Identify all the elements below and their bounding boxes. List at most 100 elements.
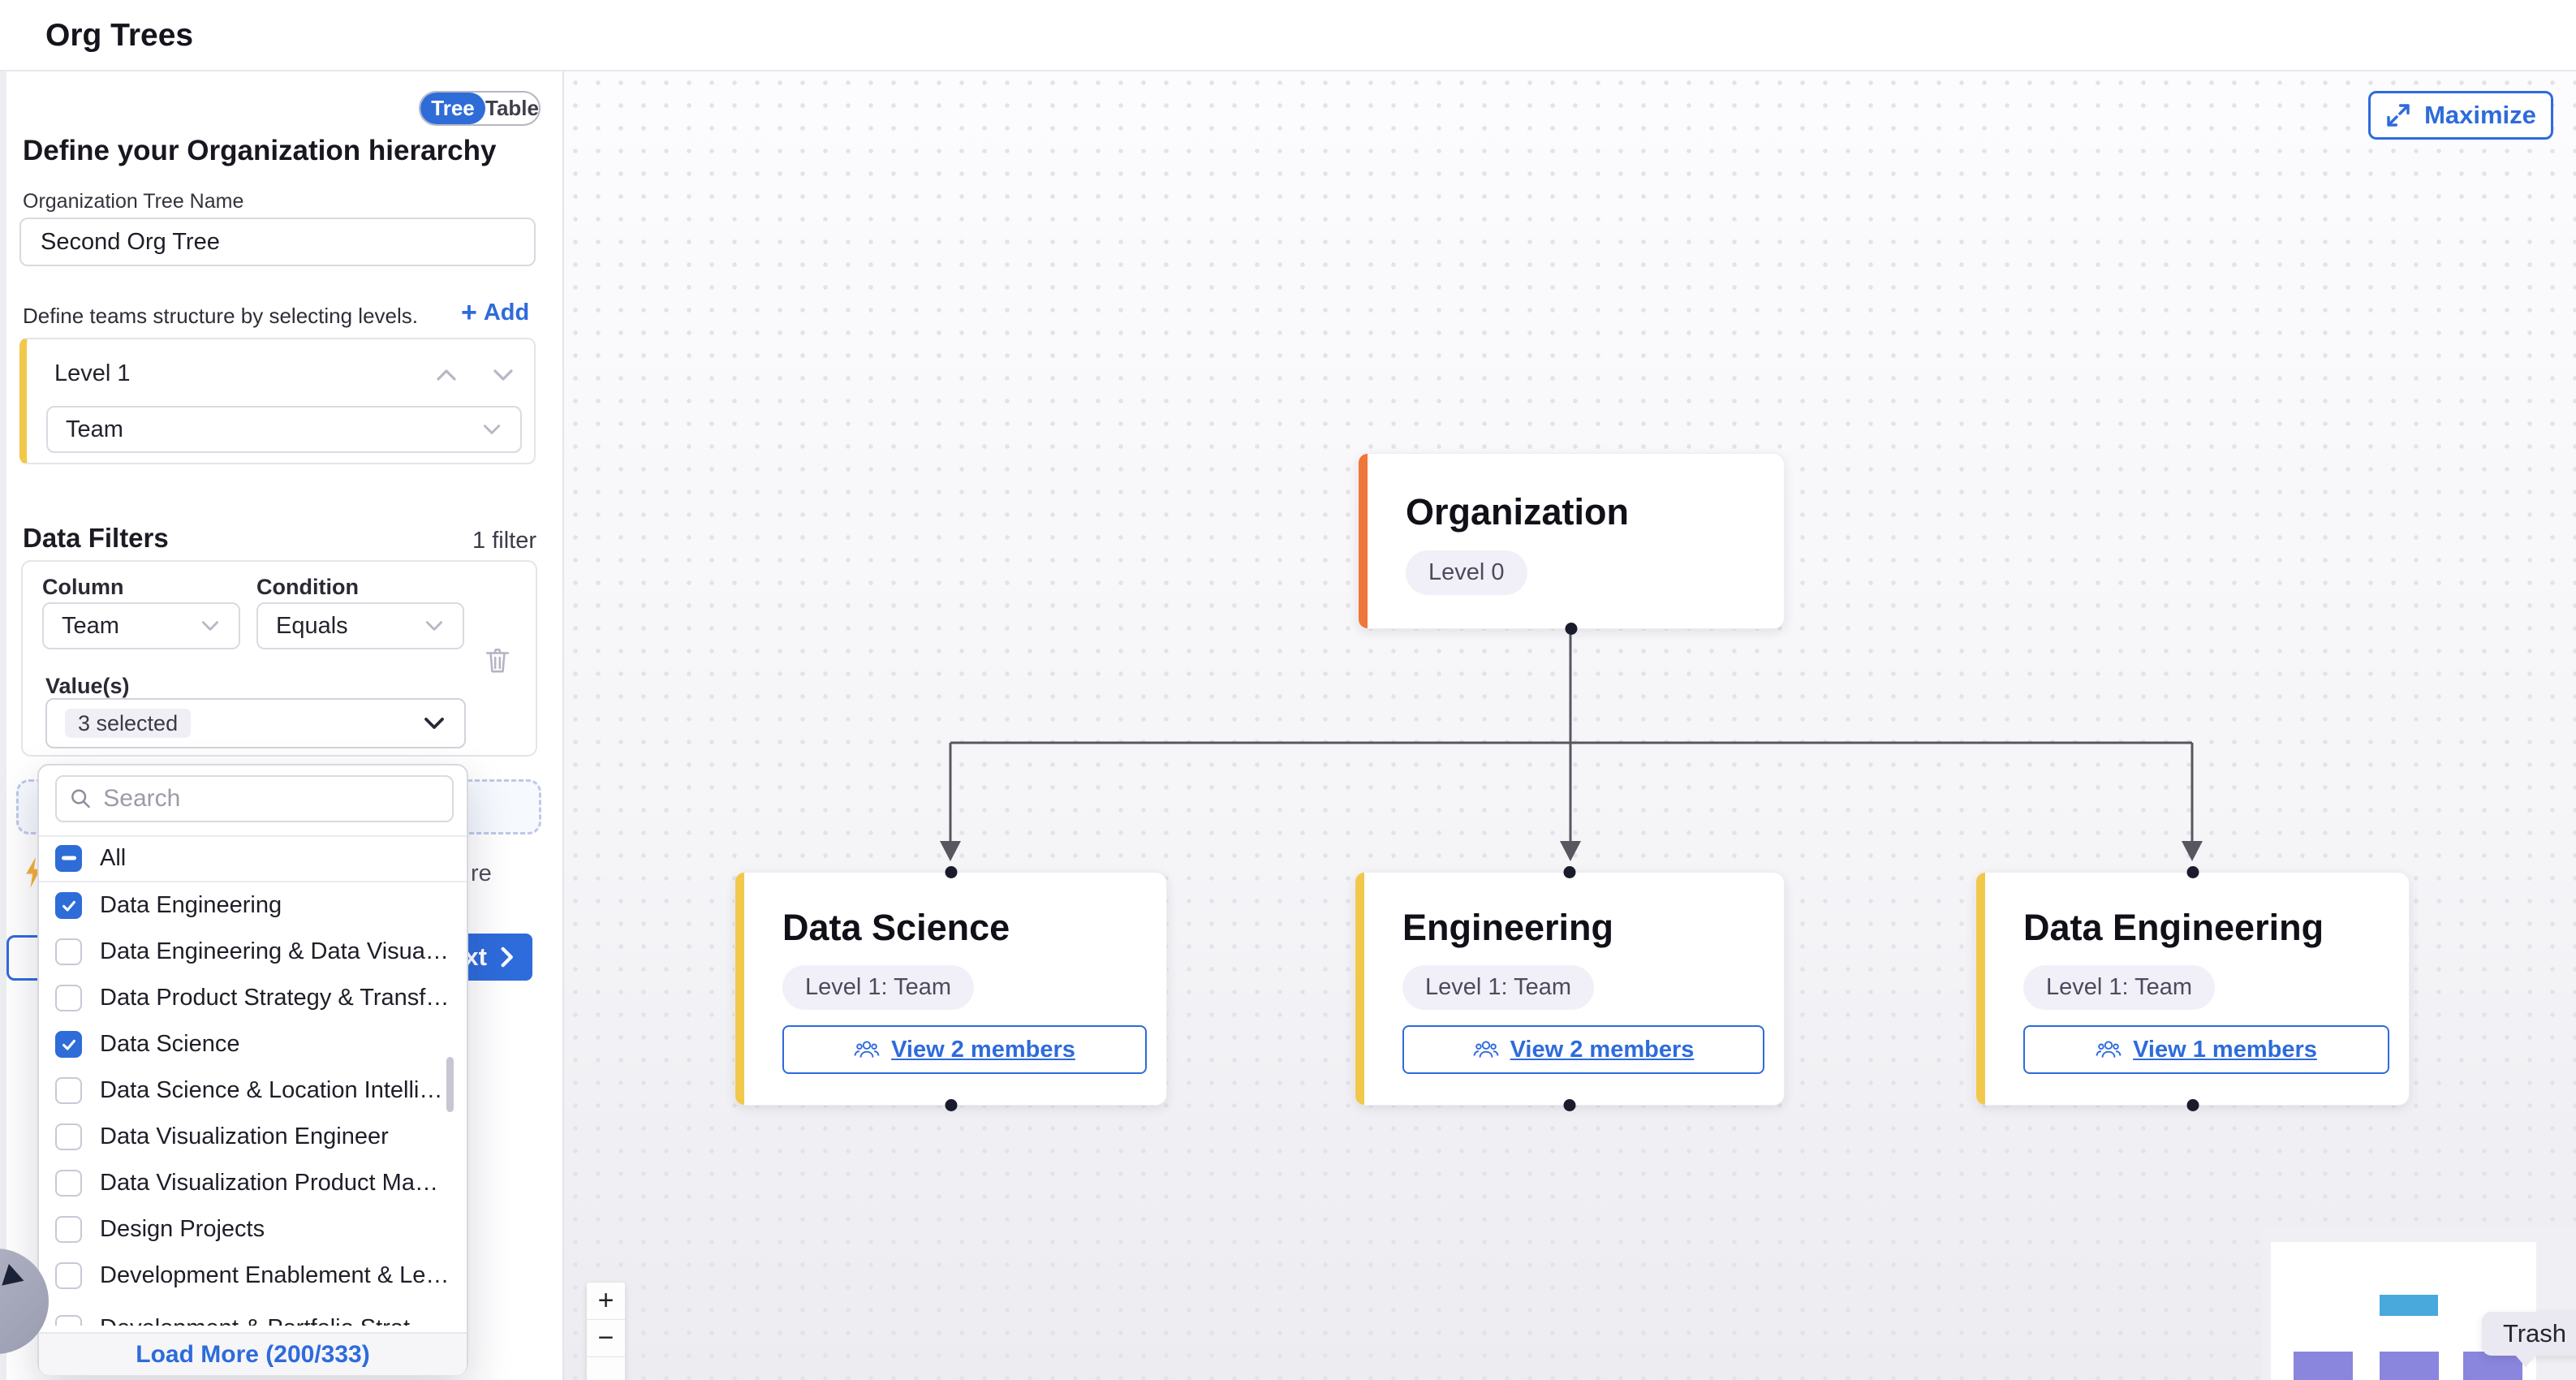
expand-icon <box>2387 104 2410 127</box>
node-level-badge: Level 1: Team <box>2023 965 2216 1010</box>
page-title: Org Trees <box>45 18 194 53</box>
minimap-root-node <box>2380 1295 2438 1316</box>
load-more-link[interactable]: Load More (200/333) <box>136 1340 370 1368</box>
tree-name-label: Organization Tree Name <box>23 190 244 213</box>
select-all-row[interactable]: All <box>39 837 450 879</box>
list-item[interactable]: Development Enablement & Lead Ge... <box>39 1253 450 1299</box>
connector-handle[interactable] <box>1565 623 1578 635</box>
chevron-down-icon[interactable] <box>491 365 515 385</box>
connector-handle[interactable] <box>1563 1099 1576 1111</box>
view-members-button[interactable]: View 2 members <box>1402 1025 1764 1074</box>
search-input[interactable] <box>103 785 439 813</box>
list-item[interactable]: Data Product Strategy & Transformat... <box>39 975 450 1021</box>
node-accent-bar <box>1976 873 1985 1105</box>
org-chart-canvas[interactable]: Maximize Organization Level 0 Data Scien… <box>564 71 2576 1380</box>
chevron-up-icon[interactable] <box>434 365 459 385</box>
minimap-child-node <box>2463 1352 2522 1380</box>
tooltip-tail <box>2514 1354 2537 1367</box>
checked-checkbox[interactable] <box>55 892 82 919</box>
toggle-table[interactable]: Table <box>485 96 539 120</box>
list-item[interactable]: Data Engineering & Data Visualization <box>39 929 450 975</box>
connector-handle[interactable] <box>945 866 957 878</box>
column-label: Column <box>42 575 124 599</box>
toggle-tree[interactable]: Tree <box>420 93 486 124</box>
connector-handle[interactable] <box>2186 866 2199 878</box>
divider <box>39 881 467 882</box>
tree-table-toggle[interactable]: Tree Table <box>419 91 541 126</box>
add-level-button[interactable]: + Add <box>461 297 530 328</box>
node-accent-bar <box>1359 454 1368 628</box>
list-item[interactable]: Data Visualization Engineer <box>39 1114 450 1160</box>
org-node-data-science[interactable]: Data Science Level 1: Team View 2 member… <box>734 866 1167 1111</box>
list-item[interactable]: Data Science & Location Intelligence <box>39 1067 450 1114</box>
fit-view-button[interactable] <box>587 1357 625 1380</box>
unchecked-checkbox[interactable] <box>55 1123 82 1150</box>
filter-count: 1 filter <box>472 528 536 554</box>
node-title: Data Engineering <box>2023 907 2324 948</box>
values-dropdown-panel: All Data Engineering Data Engineering & … <box>37 764 468 1375</box>
zoom-in-button[interactable]: + <box>587 1283 625 1320</box>
dropdown-footer: Load More (200/333) <box>39 1332 467 1375</box>
tree-name-input[interactable] <box>19 218 536 266</box>
unchecked-checkbox[interactable] <box>55 1216 82 1243</box>
data-filters-title: Data Filters <box>23 523 169 553</box>
level-1-card: Level 1 Team <box>19 338 536 464</box>
level-title: Level 1 <box>54 360 131 386</box>
maximize-button[interactable]: Maximize <box>2368 91 2553 140</box>
unchecked-checkbox[interactable] <box>55 985 82 1011</box>
zoom-controls: + − <box>587 1283 625 1380</box>
list-item[interactable]: Data Science <box>39 1021 450 1067</box>
node-level-badge: Level 1: Team <box>1402 965 1595 1010</box>
options-list[interactable]: Data Engineering Data Engineering & Data… <box>39 882 470 1326</box>
list-item[interactable]: Data Visualization Product Managem... <box>39 1160 450 1206</box>
connector-handle[interactable] <box>2186 1099 2199 1111</box>
lightning-icon <box>26 857 41 888</box>
org-node-data-engineering[interactable]: Data Engineering Level 1: Team View 1 me… <box>1975 866 2410 1111</box>
org-node-engineering[interactable]: Engineering Level 1: Team View 2 members <box>1355 866 1785 1111</box>
panel-heading: Define your Organization hierarchy <box>23 135 497 166</box>
people-icon <box>2096 1041 2122 1058</box>
scrollbar-thumb[interactable] <box>446 1057 454 1112</box>
node-level-badge: Level 0 <box>1406 550 1527 595</box>
minimap-child-node <box>2294 1352 2353 1380</box>
list-item[interactable]: Design Projects <box>39 1206 450 1253</box>
chevron-down-icon <box>424 718 444 729</box>
unchecked-checkbox[interactable] <box>55 938 82 965</box>
search-icon <box>71 789 90 809</box>
delete-filter-icon[interactable] <box>484 645 511 675</box>
node-title: Engineering <box>1402 907 1614 948</box>
levels-hint: Define teams structure by selecting leve… <box>23 304 418 328</box>
filter-card: Column Condition Team Equals Value(s) 3 … <box>21 560 537 757</box>
dropdown-search[interactable] <box>55 775 454 822</box>
connector-handle[interactable] <box>945 1099 957 1111</box>
people-icon <box>1473 1041 1498 1058</box>
play-icon <box>2 1263 28 1292</box>
connector-handle[interactable] <box>1563 866 1576 878</box>
view-members-button[interactable]: View 2 members <box>782 1025 1147 1074</box>
column-select[interactable]: Team <box>42 602 240 649</box>
selected-count-badge: 3 selected <box>65 709 192 738</box>
view-members-button[interactable]: View 1 members <box>2023 1025 2389 1074</box>
node-title: Organization <box>1406 491 1630 533</box>
plus-icon: + <box>461 297 477 328</box>
condition-select[interactable]: Equals <box>256 602 464 649</box>
chevron-right-icon <box>501 947 513 968</box>
org-node-root[interactable]: Organization Level 0 <box>1358 453 1785 635</box>
obscured-text-fragment: re <box>471 860 492 886</box>
values-multiselect[interactable]: 3 selected <box>45 698 466 748</box>
top-header: Org Trees <box>0 0 2576 71</box>
zoom-out-button[interactable]: − <box>587 1320 625 1357</box>
list-item[interactable]: Development & Portfolio Strat... <box>39 1305 450 1326</box>
unchecked-checkbox[interactable] <box>55 1170 82 1197</box>
unchecked-checkbox[interactable] <box>55 1262 82 1289</box>
node-level-badge: Level 1: Team <box>782 965 975 1010</box>
list-item[interactable]: Data Engineering <box>39 882 450 929</box>
node-accent-bar <box>1355 873 1364 1105</box>
level-type-select[interactable]: Team <box>46 406 522 453</box>
chevron-down-icon <box>425 621 443 631</box>
unchecked-checkbox[interactable] <box>55 1077 82 1104</box>
values-label: Value(s) <box>45 674 130 698</box>
unchecked-checkbox[interactable] <box>55 1315 82 1326</box>
checked-checkbox[interactable] <box>55 1031 82 1058</box>
indeterminate-checkbox[interactable] <box>55 844 82 872</box>
